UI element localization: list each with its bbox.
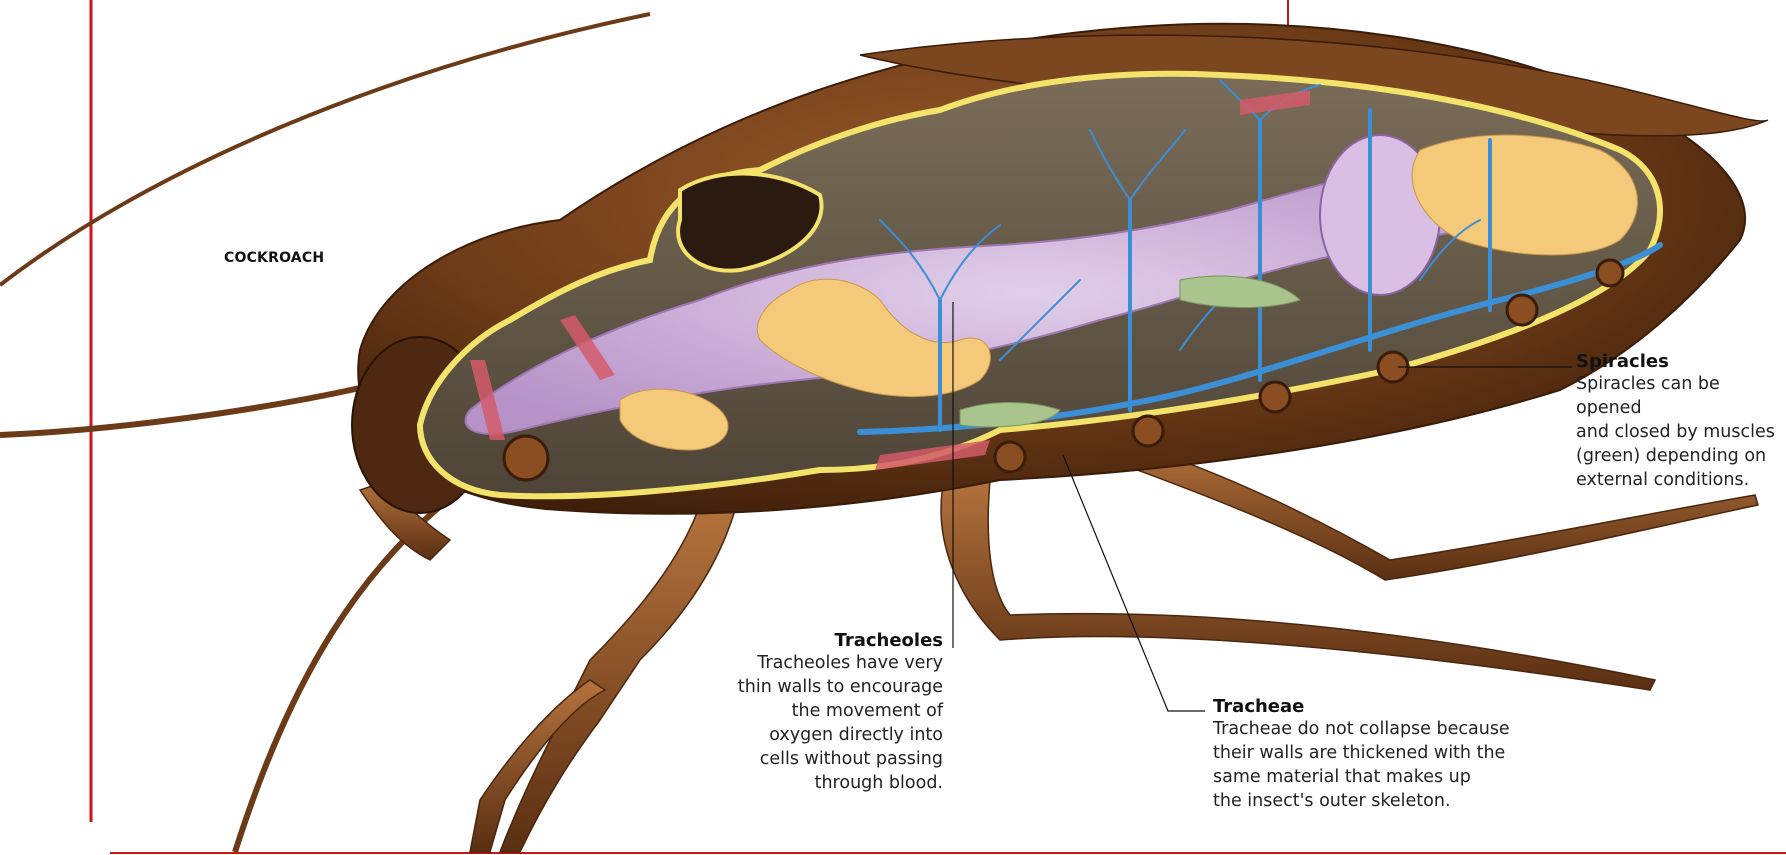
eye-socket	[504, 436, 548, 480]
callout-line: thin walls to encourage	[700, 675, 943, 699]
spiracle	[1260, 382, 1290, 412]
callout-line: Tracheae do not collapse because	[1213, 717, 1553, 741]
callout-line: through blood.	[700, 771, 943, 795]
callout-line: their walls are thickened with the	[1213, 741, 1553, 765]
callout-line: and closed by muscles	[1576, 420, 1781, 444]
callout-line: Spiracles can be opened	[1576, 372, 1781, 420]
middle-leg	[941, 475, 1655, 690]
diagram-title: COCKROACH	[224, 250, 324, 266]
callout-tracheae: Tracheae Tracheae do not collapse becaus…	[1213, 696, 1553, 813]
callout-title: Tracheae	[1213, 696, 1553, 717]
callout-line: the movement of	[700, 699, 943, 723]
callout-line: cells without passing	[700, 747, 943, 771]
spiracle	[1133, 416, 1163, 446]
callout-line: the insect's outer skeleton.	[1213, 789, 1553, 813]
callout-spiracles: Spiracles Spiracles can be opened and cl…	[1576, 351, 1781, 492]
callout-title: Tracheoles	[700, 630, 943, 651]
callout-tracheoles: Tracheoles Tracheoles have very thin wal…	[700, 630, 943, 795]
callout-title: Spiracles	[1576, 351, 1781, 372]
callout-line: external conditions.	[1576, 468, 1781, 492]
callout-line: same material that makes up	[1213, 765, 1553, 789]
spiracle	[1507, 295, 1537, 325]
tracheae-leader	[1063, 455, 1205, 711]
callout-line: (green) depending on	[1576, 444, 1781, 468]
spiracle	[995, 442, 1025, 472]
callout-line: oxygen directly into	[700, 723, 943, 747]
left-antenna	[0, 388, 360, 435]
lower-antenna	[235, 475, 480, 852]
callout-line: Tracheoles have very	[700, 651, 943, 675]
spiracle	[1597, 260, 1623, 286]
